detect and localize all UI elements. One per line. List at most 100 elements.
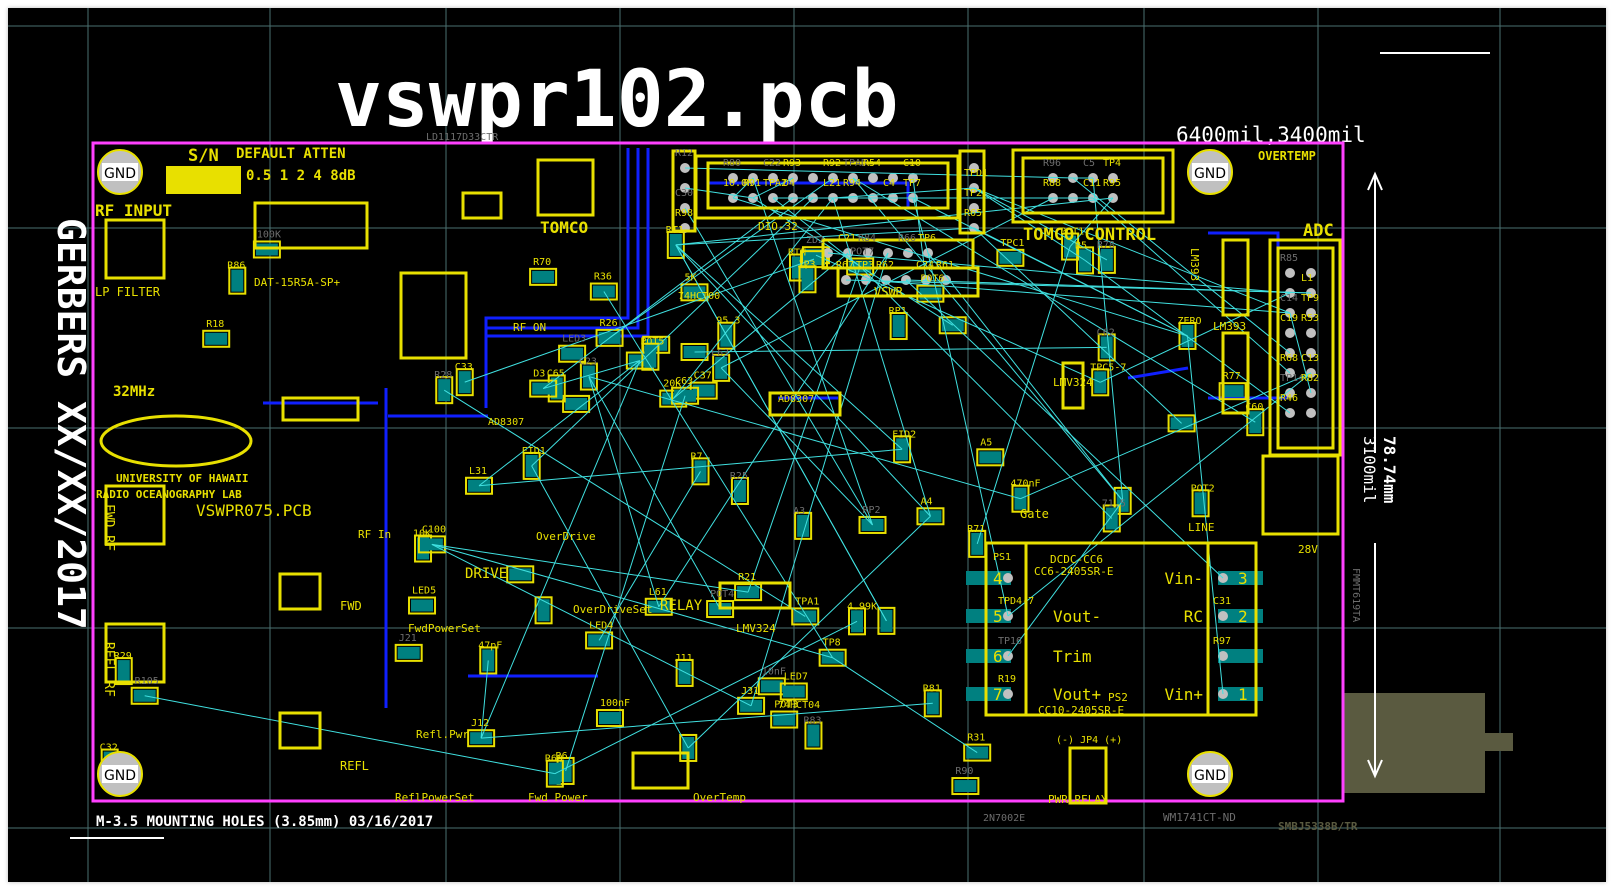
component-outline xyxy=(202,329,231,348)
ratsnest-line xyxy=(565,395,686,772)
fwd-label: FWD xyxy=(340,599,362,613)
lp-filter-label: LP FILTER xyxy=(95,285,161,299)
ratsnest-line xyxy=(845,279,1312,294)
through-hole-pin xyxy=(863,248,873,258)
fwd-power-set-label: FwdPowerSet xyxy=(408,622,481,635)
ratsnest-line xyxy=(912,197,929,254)
component-outline xyxy=(938,316,967,335)
ref-designator: TP9 xyxy=(1301,293,1319,304)
component-outline xyxy=(770,710,799,729)
ref-designator: 10nF xyxy=(762,666,786,677)
component-outline xyxy=(1011,484,1030,513)
ref-designator: R105 xyxy=(135,676,159,687)
ref-designator: LED5 xyxy=(412,586,436,597)
dcdc-converter: DCDC-CC6 CC6-2405SR-E CC10-2405SR-E PS2 … xyxy=(993,552,1248,717)
ratsnest-line xyxy=(588,376,660,607)
ref-designator: C100 xyxy=(422,524,446,535)
ref-designator: RP2 xyxy=(863,505,881,516)
q6-label: 74HCT00 xyxy=(678,291,720,302)
ref-designator: L21 xyxy=(823,178,841,189)
dcdc-pin-label: Vin+ xyxy=(1164,685,1203,704)
silkscreen-text: S/N DEFAULT ATTEN 0.5 1 2 4 8dB RF INPUT… xyxy=(95,146,1334,806)
pwr-relay-label: PWR-RELAY xyxy=(1048,793,1108,806)
ratsnest-line xyxy=(672,197,834,399)
ratsnest-line xyxy=(1007,372,1312,617)
dcdc-pad xyxy=(966,571,1011,585)
through-hole-pin xyxy=(1218,611,1228,621)
pcb-drawing[interactable]: vswpr102.pcb 6400mil,3400mil GERBERS XX/… xyxy=(8,8,1606,882)
ratsnest-line xyxy=(588,376,1021,500)
ratsnest-line xyxy=(554,620,858,775)
ref-designator: R98 xyxy=(675,208,693,219)
refl-rf-label: REFL RF xyxy=(101,642,116,697)
ratsnest-line xyxy=(973,187,1108,261)
ref-designator: C24 xyxy=(916,260,934,271)
zd1-part-label: FMMT619TA xyxy=(1350,568,1361,622)
overdrive-label: OverDrive xyxy=(536,530,596,543)
component-outline xyxy=(417,535,446,554)
ratsnest-line xyxy=(1092,197,1291,374)
component-outline xyxy=(1113,486,1132,515)
component-outline xyxy=(923,689,942,718)
ref-designator: R26 xyxy=(600,318,618,329)
ref-designator: R71 xyxy=(967,524,985,535)
component-outline xyxy=(465,476,494,495)
ref-designator: 10.0K xyxy=(723,178,753,189)
through-hole-pin xyxy=(1306,308,1316,318)
ref-designator: ZD2 xyxy=(806,235,824,246)
dcdc-pin-label: Trim xyxy=(1053,647,1092,666)
through-hole-pin xyxy=(1306,328,1316,338)
ratsnest-line xyxy=(478,448,903,487)
component-outline xyxy=(1178,321,1197,350)
through-hole-pin xyxy=(888,173,898,183)
ratsnest-line xyxy=(431,543,833,659)
smd-pad xyxy=(411,599,434,612)
ratsnest-line xyxy=(859,266,1113,519)
component-outline xyxy=(680,283,709,302)
ratsnest-line xyxy=(720,197,1054,369)
smd-pad xyxy=(797,514,810,537)
ratsnest-line xyxy=(1020,372,1312,500)
ref-designator: R53 xyxy=(1301,313,1319,324)
ref-designator: R92 xyxy=(823,158,841,169)
component-outline xyxy=(779,682,808,701)
gnd-label-bg xyxy=(1192,765,1228,783)
ref-designator: R88 xyxy=(1043,178,1061,189)
ref-designator: TP6 xyxy=(918,233,936,244)
ref-designator: POT6 xyxy=(920,274,944,285)
gnd-label: GND xyxy=(104,166,136,182)
ref-designator: R82 xyxy=(1301,373,1319,384)
board-outline[interactable] xyxy=(91,141,1345,803)
ref-designator: TP14 xyxy=(1280,373,1304,384)
ref-designator: LED7 xyxy=(784,671,808,682)
component-outline xyxy=(889,312,908,341)
ratsnest-line xyxy=(684,207,873,526)
ref-designator: R6 xyxy=(556,751,568,762)
ref-designator: 100K xyxy=(257,229,281,240)
ref-designator: A4 xyxy=(920,496,932,507)
ref-designator: R90 xyxy=(955,766,973,777)
component-outline xyxy=(804,721,823,750)
gerbers-date-label: GERBERS XX/XX/2017 xyxy=(49,218,93,630)
ratsnest-line xyxy=(658,252,889,608)
smd-pad xyxy=(954,780,977,793)
through-hole-pin xyxy=(969,203,979,213)
ref-designator: FID2 xyxy=(892,429,916,440)
component-outline xyxy=(712,353,731,382)
part-reference-labels: DAT-15R5A-SP+ LD1117D33CTR DIO-32 LMV324… xyxy=(254,132,1246,711)
legacy-file-label: VSWPR075.PCB xyxy=(196,501,312,520)
ref-designator: R95 xyxy=(1103,178,1121,189)
dcdc-pin-number: 1 xyxy=(1238,685,1248,704)
smd-pad xyxy=(205,332,228,345)
component-outline xyxy=(529,379,558,398)
ref-designator: R67 xyxy=(836,260,854,271)
through-hole-pin xyxy=(728,173,738,183)
ratsnest-line xyxy=(1100,292,1291,383)
ref-designator: LED3 xyxy=(562,334,586,345)
smd-pad xyxy=(782,685,805,698)
smd-pad xyxy=(733,479,746,502)
footer-note: M-3.5 MOUNTING HOLES (3.85mm) 03/16/2017 xyxy=(96,814,433,830)
pcb-layout-canvas[interactable]: vswpr102.pcb 6400mil,3400mil GERBERS XX/… xyxy=(8,8,1606,882)
ref-designator: C23 xyxy=(579,357,597,368)
ref-designator: C62 xyxy=(1097,327,1115,338)
